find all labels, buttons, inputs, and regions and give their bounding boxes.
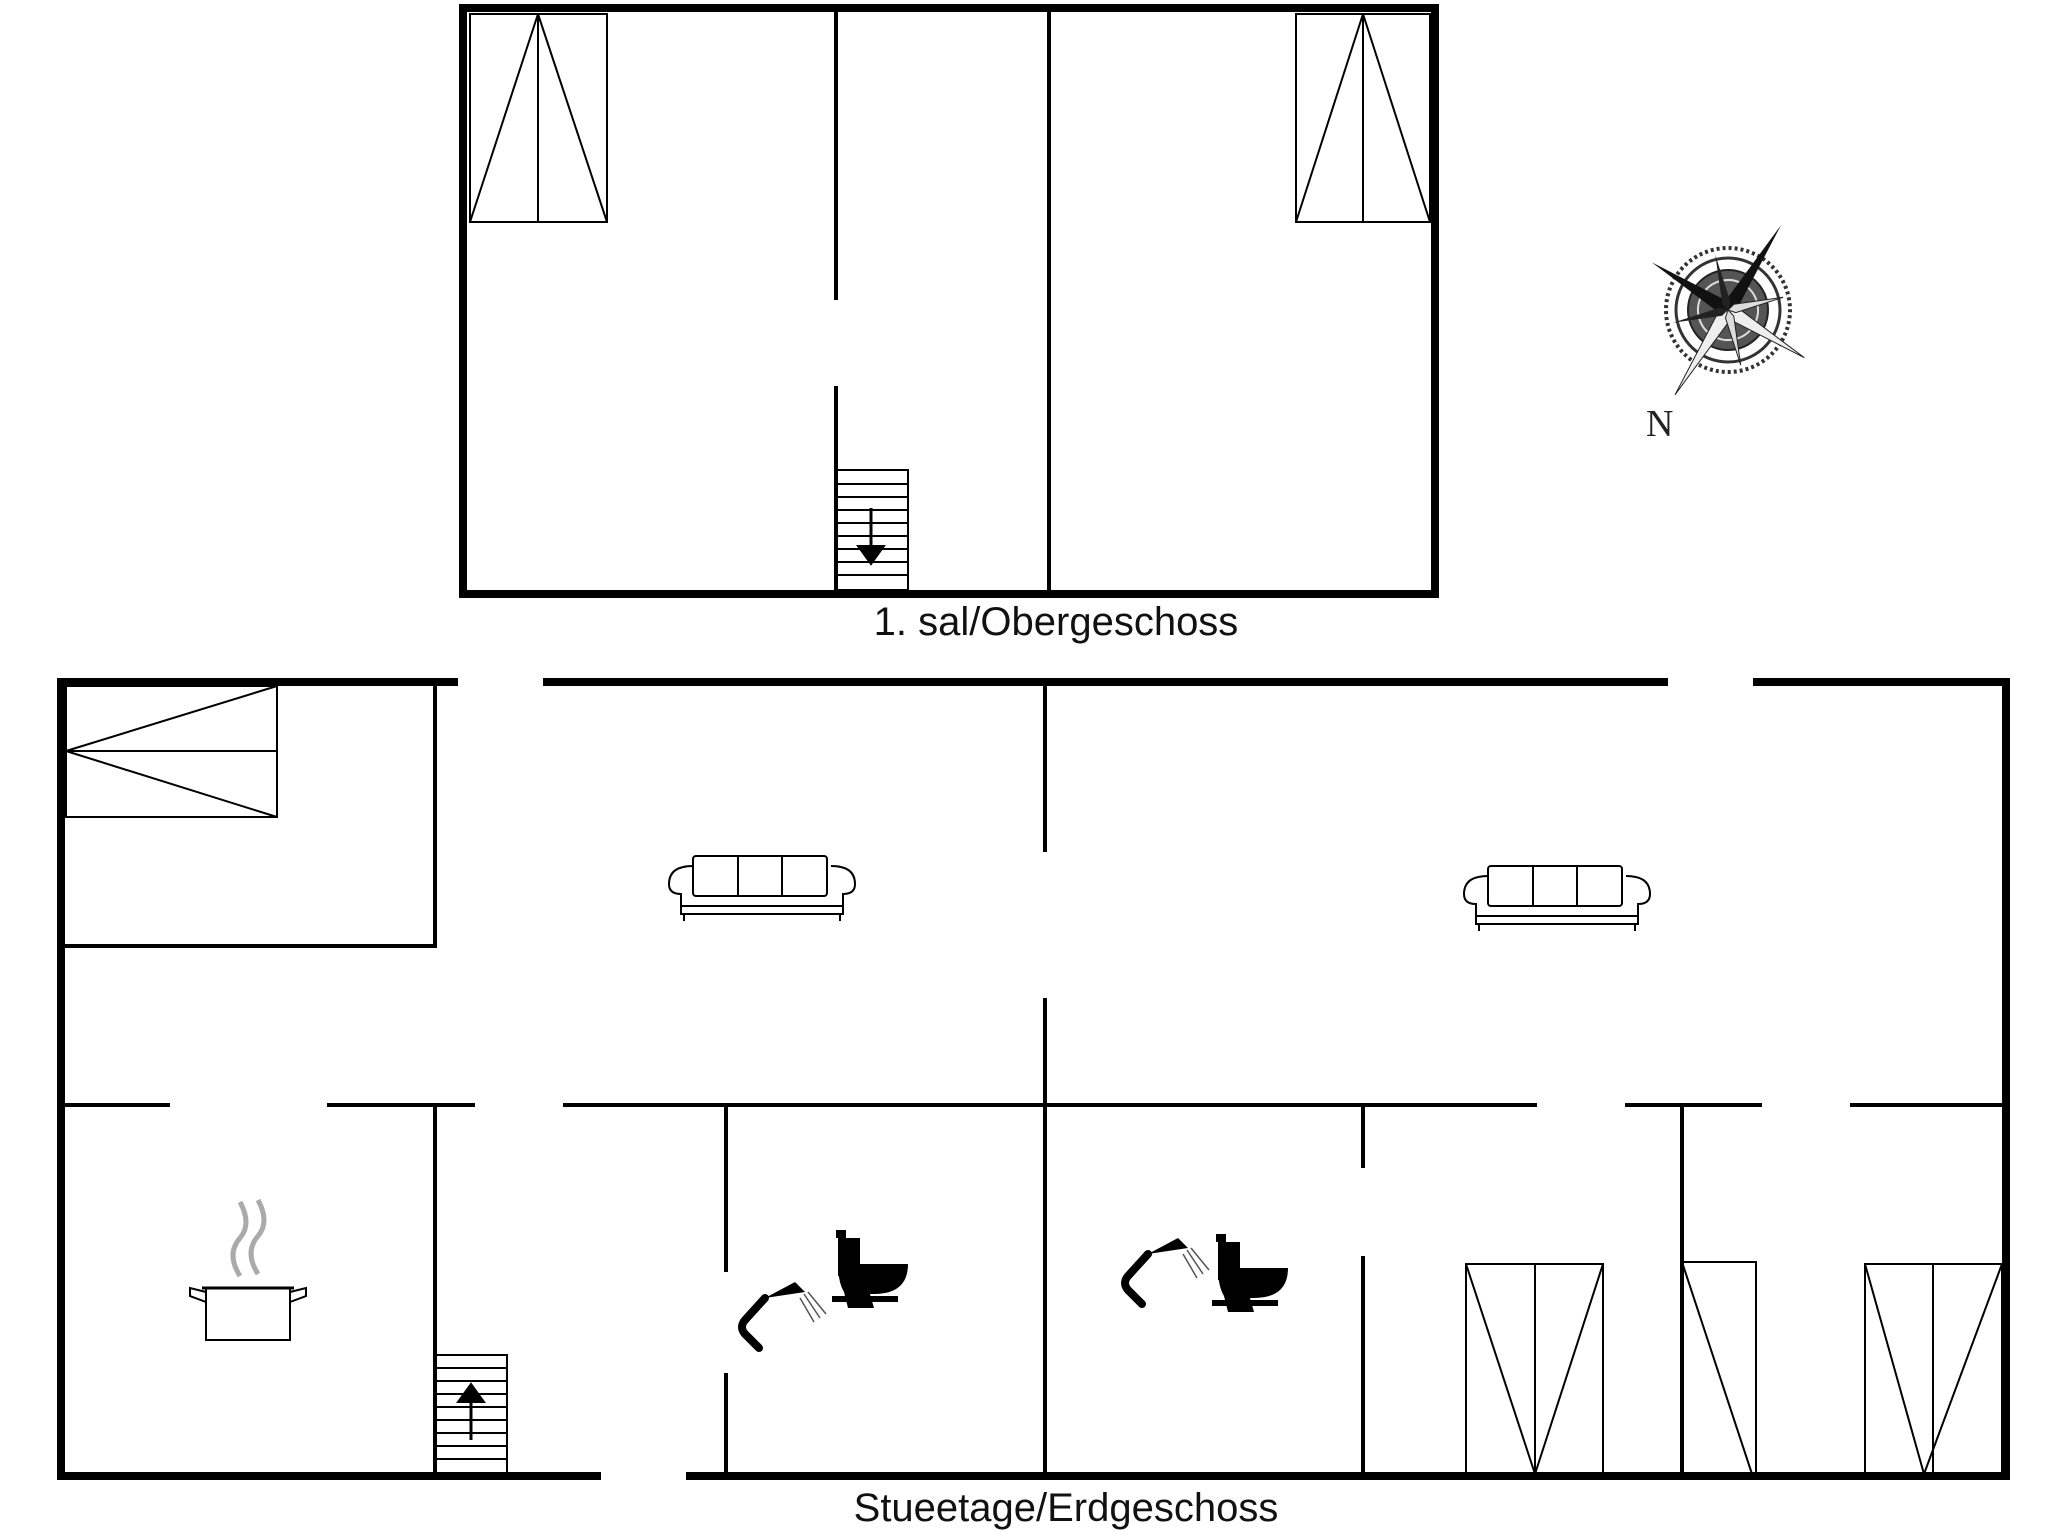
- compass-north-label: N: [1646, 403, 1674, 445]
- shower-icon: [1121, 1238, 1210, 1308]
- bed-icon: [1864, 1263, 2003, 1475]
- bed-icon: [65, 685, 278, 818]
- upper-floor-outer-wall: [459, 4, 1439, 598]
- bed-icon: [1681, 1261, 1757, 1475]
- bed-icon: [1295, 13, 1431, 223]
- compass-rose-icon: [1651, 225, 1805, 396]
- toilet-icon: [832, 1230, 908, 1308]
- sofa-icon: [1462, 865, 1652, 931]
- bed-icon: [469, 13, 608, 223]
- cooking-pot-icon: [189, 1198, 307, 1341]
- upper-floor-label: 1. sal/Obergeschoss: [873, 600, 1239, 644]
- ground-floor: [57, 678, 2010, 1480]
- upper-floor: [459, 4, 1439, 598]
- ground-floor-label: Stueetage/Erdgeschoss: [853, 1486, 1279, 1530]
- bed-icon: [1465, 1263, 1604, 1475]
- toilet-icon: [1212, 1234, 1288, 1312]
- shower-icon: [738, 1282, 827, 1352]
- stairs-icon: [434, 1354, 508, 1474]
- stairs-icon: [835, 469, 909, 591]
- sofa-icon: [667, 855, 857, 921]
